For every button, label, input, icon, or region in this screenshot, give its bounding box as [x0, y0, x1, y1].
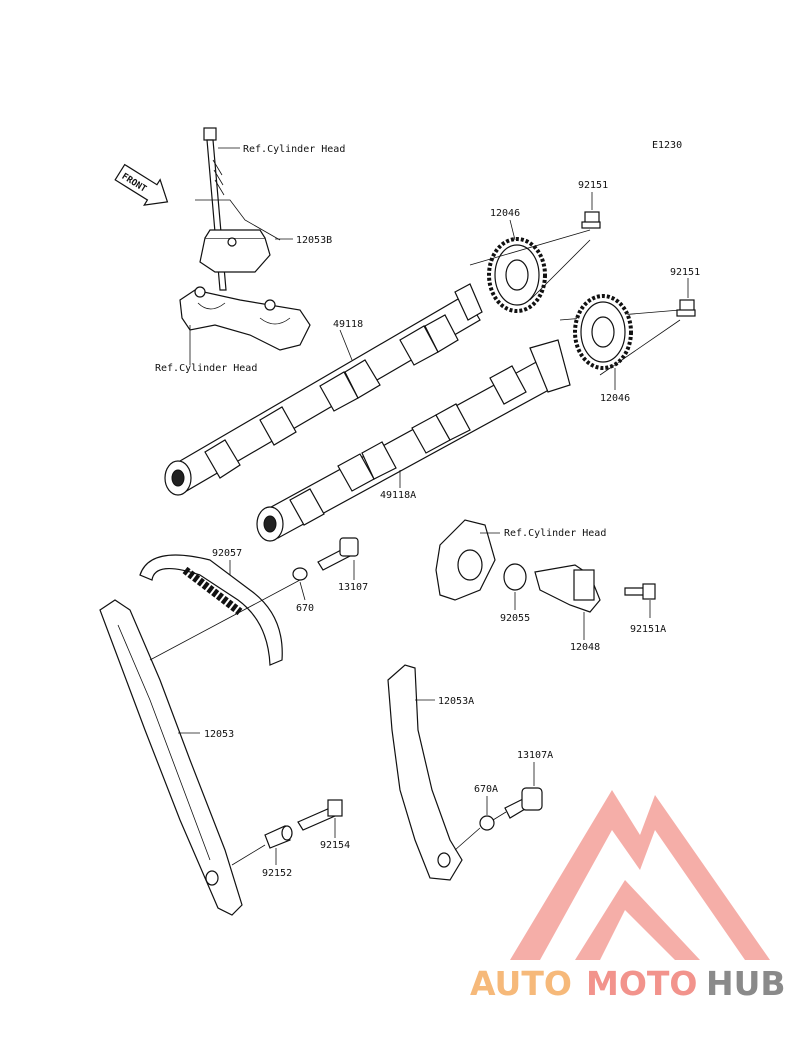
label-12053A: 12053A [438, 696, 474, 707]
chain-guide-12053 [99, 599, 243, 916]
watermark-text: AUTO MOTO HUB [470, 964, 786, 1003]
label-ref-cylinder-head-top: Ref.Cylinder Head [243, 144, 345, 155]
label-12053B: 12053B [296, 235, 332, 246]
cam-chain [139, 554, 283, 666]
o-ring-670 [292, 567, 308, 581]
tensioner-bolt-92151A [624, 583, 656, 600]
label-92057: 92057 [212, 548, 242, 559]
o-ring-670A [479, 815, 495, 831]
label-92152: 92152 [262, 868, 292, 879]
label-92154: 92154 [320, 840, 350, 851]
label-ref-cylinder-head-right: Ref.Cylinder Head [504, 528, 606, 539]
camshaft-cap-upper [199, 229, 271, 273]
camshaft-exhaust [164, 283, 483, 496]
watermark-logo-icon [510, 790, 770, 960]
cylinder-head-tensioner-mount [435, 519, 496, 601]
cam-sprocket-top [487, 237, 547, 313]
guide-bolt-13107A [504, 787, 543, 819]
label-ref-cylinder-head-left: Ref.Cylinder Head [155, 363, 257, 374]
label-13107: 13107 [338, 582, 368, 593]
label-92151-right: 92151 [670, 267, 700, 278]
label-12046-right: 12046 [600, 393, 630, 404]
label-92151-top: 92151 [578, 180, 608, 191]
guide-bolt-13107 [317, 537, 359, 571]
camshaft-holder-lower [179, 286, 311, 351]
label-49118: 49118 [333, 319, 363, 330]
watermark-hub: HUB [706, 964, 786, 1003]
label-670: 670 [296, 603, 314, 614]
label-12046-top: 12046 [490, 208, 520, 219]
label-12053: 12053 [204, 729, 234, 740]
gasket-92055 [503, 563, 527, 591]
sprocket-bolt-top [581, 211, 601, 229]
cam-sprocket-right [573, 294, 633, 370]
label-49118A: 49118A [380, 490, 416, 501]
label-13107A: 13107A [517, 750, 553, 761]
watermark-auto: AUTO [470, 964, 572, 1003]
diagram-code: E1230 [652, 140, 682, 151]
label-670A: 670A [474, 784, 498, 795]
guide-bolt-92154 [297, 799, 343, 831]
label-92055: 92055 [500, 613, 530, 624]
label-12048: 12048 [570, 642, 600, 653]
watermark-moto: MOTO [586, 964, 697, 1003]
label-92151A: 92151A [630, 624, 666, 635]
front-arrow-icon: FRONT [114, 163, 169, 206]
collar-92152 [264, 825, 293, 849]
chain-tensioner-12048 [534, 564, 601, 613]
camshaft-intake [256, 339, 571, 542]
sprocket-bolt-right [676, 299, 696, 317]
chain-guide-12053A [387, 664, 463, 881]
